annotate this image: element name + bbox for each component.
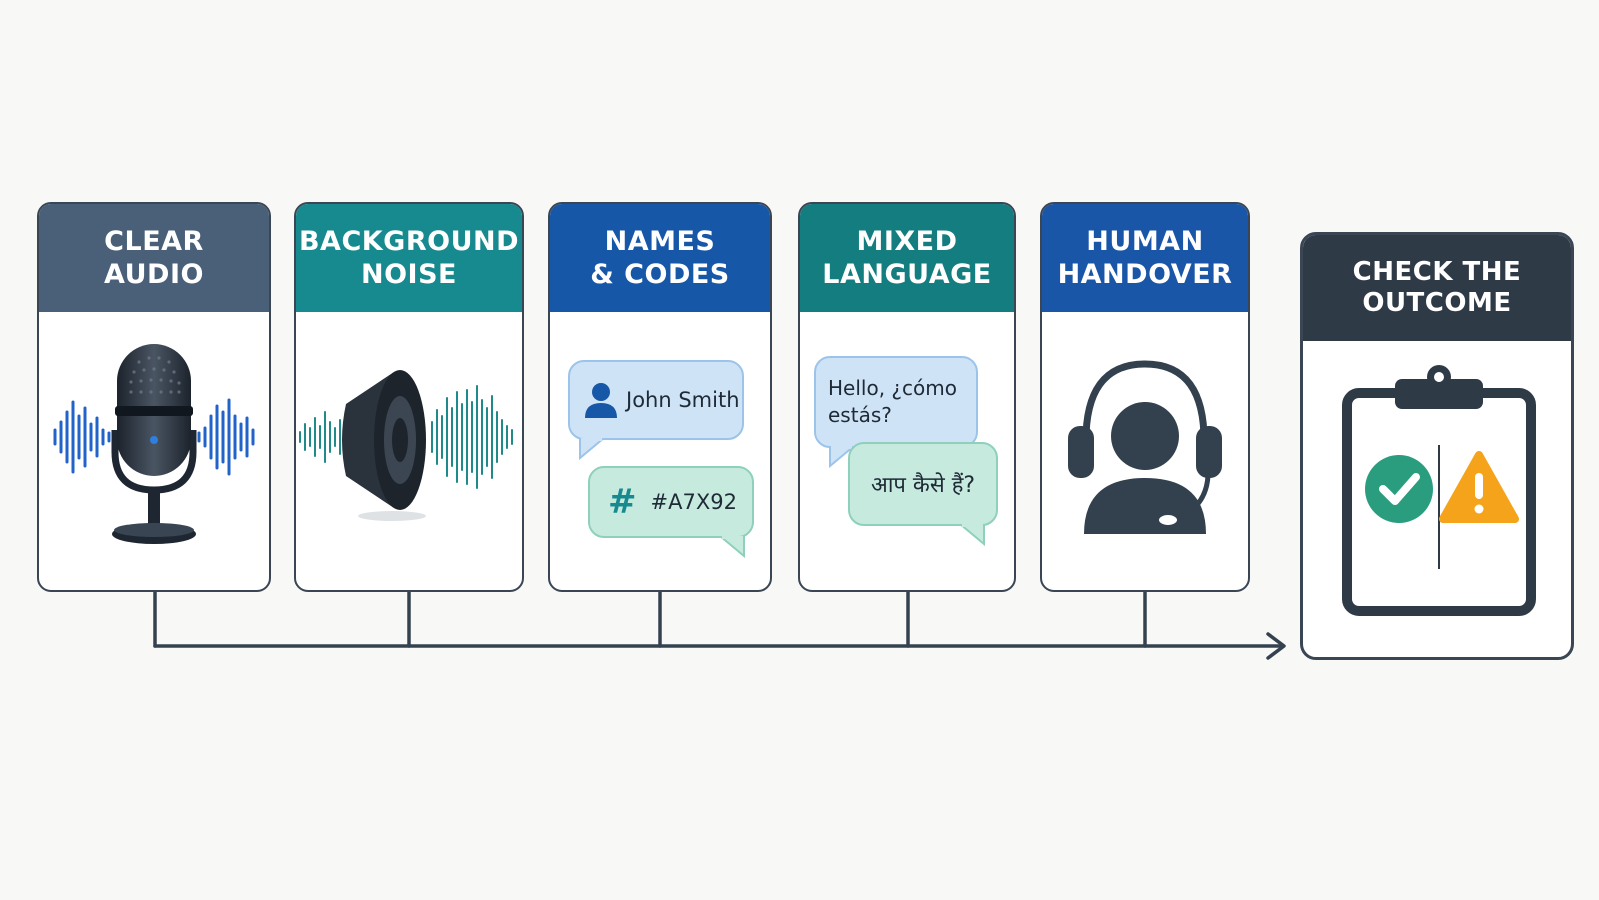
speaker-icon <box>299 370 513 521</box>
spanish-text: Hello, ¿cómo estás? <box>828 376 957 427</box>
bubble-tail <box>959 524 985 546</box>
card-body: Hello, ¿cómo estás? आप कैसे हैं? <box>800 312 1014 590</box>
card-mixed-language: MIXED LANGUAGE Hello, ¿cómo estás? आप कै… <box>798 202 1016 592</box>
card-human-handover: HUMAN HANDOVER <box>1040 202 1250 592</box>
card-body <box>1303 341 1571 657</box>
sound-wave-left <box>53 400 111 474</box>
arrow-head-icon <box>1266 632 1286 660</box>
clipboard-icon <box>1342 365 1536 616</box>
card-title-line: LANGUAGE <box>822 259 992 290</box>
card-title-line: BACKGROUND <box>298 226 520 257</box>
card-names-codes: NAMES & CODES John Smith # #A7X92 <box>548 202 772 592</box>
bubble-tail <box>579 438 605 460</box>
card-title-line: OUTCOME <box>1362 288 1512 318</box>
code-bubble: # #A7X92 <box>588 466 754 538</box>
card-clear-audio: CLEAR AUDIO <box>37 202 271 592</box>
card-title-line: NOISE <box>361 259 457 290</box>
hindi-text: आप कैसे हैं? <box>870 473 976 498</box>
card-body <box>1042 312 1248 590</box>
card-title-line: CLEAR <box>104 226 204 257</box>
card-header: BACKGROUND NOISE <box>296 204 522 312</box>
card-title-line: NAMES <box>604 226 716 257</box>
check-icon <box>1365 455 1433 523</box>
noise-wave-right <box>431 385 513 489</box>
warning-icon <box>1439 451 1519 523</box>
person-icon <box>585 383 617 418</box>
card-body <box>39 312 269 590</box>
card-background-noise: BACKGROUND NOISE <box>294 202 524 592</box>
hindi-bubble: आप कैसे हैं? <box>848 442 998 526</box>
name-bubble: John Smith <box>568 360 744 440</box>
card-header: CLEAR AUDIO <box>39 204 269 312</box>
card-title-line: HANDOVER <box>1057 259 1233 290</box>
microphone-icon <box>53 344 255 544</box>
card-title-line: MIXED <box>856 226 958 257</box>
name-text: John Smith <box>626 388 740 412</box>
card-check-outcome: CHECK THE OUTCOME <box>1300 232 1574 660</box>
card-title-line: & CODES <box>590 259 730 290</box>
noise-wave-left <box>299 411 341 463</box>
card-header: NAMES & CODES <box>550 204 770 312</box>
card-body <box>296 312 522 590</box>
headset-agent-icon <box>1068 360 1222 534</box>
bubble-tail <box>719 536 745 558</box>
card-body: John Smith # #A7X92 <box>550 312 770 590</box>
card-title-line: AUDIO <box>104 259 204 290</box>
hash-icon: # <box>608 482 637 522</box>
card-header: CHECK THE OUTCOME <box>1303 235 1571 341</box>
card-header: HUMAN HANDOVER <box>1042 204 1248 312</box>
sound-wave-right <box>197 398 255 476</box>
spanish-bubble: Hello, ¿cómo estás? <box>814 356 978 448</box>
card-header: MIXED LANGUAGE <box>800 204 1014 312</box>
card-title-line: HUMAN <box>1086 226 1204 257</box>
code-text: #A7X92 <box>650 490 737 514</box>
card-title-line: CHECK THE <box>1352 257 1522 287</box>
bubble-tail <box>829 446 855 468</box>
